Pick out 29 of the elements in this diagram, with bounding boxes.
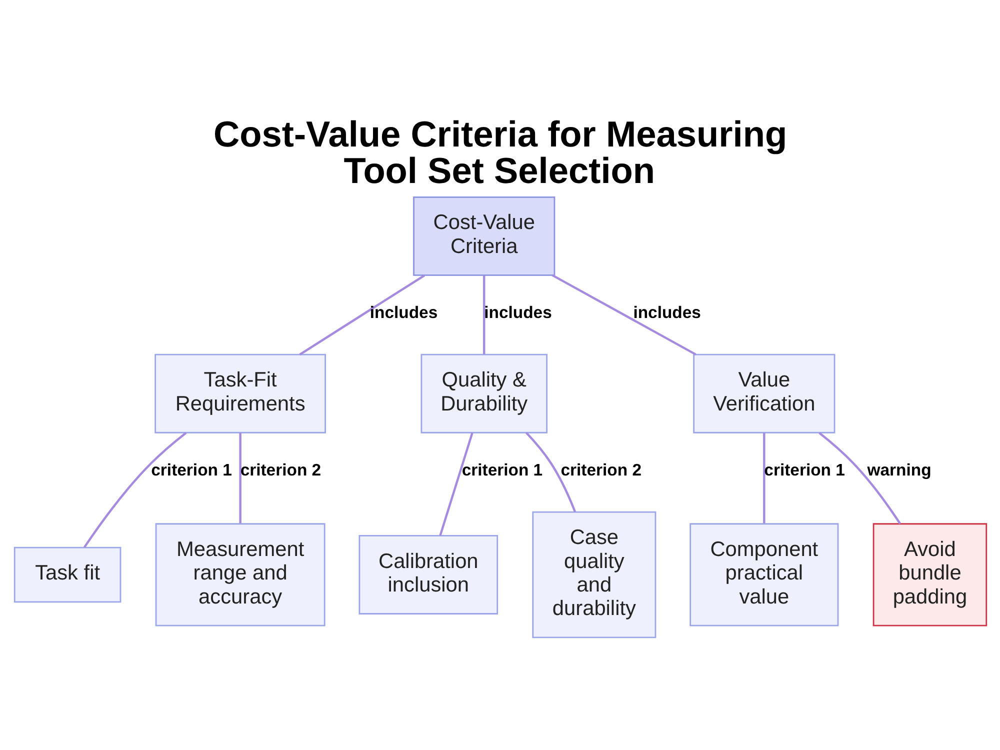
node-box: Measurement range and accuracy [154, 522, 325, 626]
connector [762, 432, 765, 523]
node-box: Value Verification [692, 353, 835, 433]
node-box: Case quality and durability [532, 510, 656, 638]
connector [482, 274, 485, 354]
edge-label: includes [369, 302, 438, 322]
edge-label: criterion 1 [764, 460, 844, 479]
node-box: Calibration inclusion [358, 534, 498, 614]
node-box: Task-Fit Requirements [154, 353, 326, 433]
node-box: Avoid bundle padding [872, 522, 987, 626]
connector [551, 274, 696, 355]
diagram-title: Cost-Value Criteria for Measuring Tool Set Selection [212, 113, 787, 190]
edge-label: criterion 2 [560, 460, 642, 479]
connector [818, 432, 901, 524]
edge-label: criterion 1 [461, 460, 542, 479]
edge-label: criterion 1 [150, 460, 232, 479]
edge-label: warning [866, 460, 931, 479]
connector [238, 432, 241, 523]
edge-label: criterion 2 [240, 460, 321, 479]
node-box: Component practical value [689, 522, 838, 626]
node-box: Cost-Value Criteria [412, 196, 555, 276]
connector [82, 431, 186, 548]
connector [298, 274, 425, 355]
edge-label: includes [484, 302, 552, 322]
connector [525, 431, 576, 512]
edge-label: includes [632, 302, 700, 322]
node-box: Quality & Durability [420, 353, 548, 433]
connector [438, 432, 473, 536]
node-box: Task fit [13, 546, 121, 602]
